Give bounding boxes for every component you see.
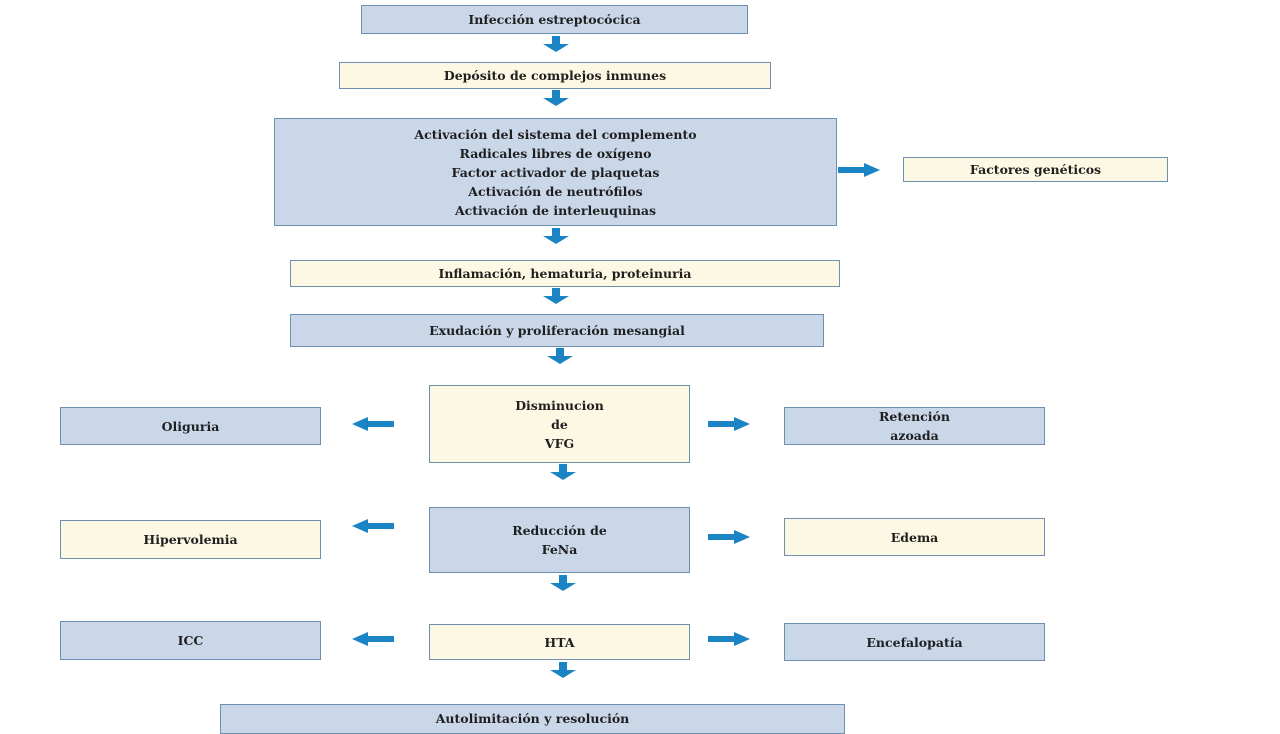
arrow-left-oliguria (352, 417, 394, 431)
arrow-left-hipervolemia (352, 519, 394, 533)
node-deposito-complejos: Depósito de complejos inmunes (339, 62, 771, 89)
arrow-down-5 (547, 348, 573, 364)
arrow-right-edema (708, 530, 750, 544)
node-activacion-complemento: Activación del sistema del complemento R… (274, 118, 837, 226)
node-encefalopatia: Encefalopatía (784, 623, 1045, 661)
node-reduccion-fena: Reducción de FeNa (429, 507, 690, 573)
node-icc: ICC (60, 621, 321, 660)
node-inflamacion: Inflamación, hematuria, proteinuria (290, 260, 840, 287)
node-exudacion-proliferacion: Exudación y proliferación mesangial (290, 314, 824, 347)
node-retencion-azoada: Retención azoada (784, 407, 1045, 445)
arrow-down-3 (543, 228, 569, 244)
arrow-down-8 (550, 662, 576, 678)
node-infeccion-estreptococica: Infección estreptocócica (361, 5, 748, 34)
arrow-down-2 (543, 90, 569, 106)
node-factores-geneticos: Factores genéticos (903, 157, 1168, 182)
arrow-down-4 (543, 288, 569, 304)
arrow-left-icc (352, 632, 394, 646)
node-hta: HTA (429, 624, 690, 660)
node-oliguria: Oliguria (60, 407, 321, 445)
arrow-right-encefalopatia (708, 632, 750, 646)
arrow-right-factores (838, 163, 880, 177)
arrow-down-7 (550, 575, 576, 591)
node-disminucion-vfg: Disminucion de VFG (429, 385, 690, 463)
node-edema: Edema (784, 518, 1045, 556)
arrow-down-1 (543, 36, 569, 52)
arrow-right-retencion (708, 417, 750, 431)
node-hipervolemia: Hipervolemia (60, 520, 321, 559)
arrow-down-6 (550, 464, 576, 480)
